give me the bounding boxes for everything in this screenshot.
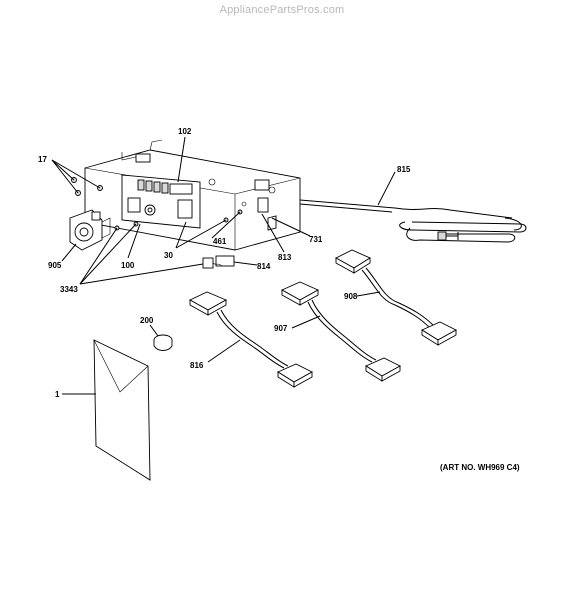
callout-102: 102 [178,127,192,136]
watermark: AppliancePartsPros.com [219,4,345,16]
callout-905: 905 [48,261,62,270]
leader-lines [51,136,396,395]
wiring-diagram-sheet [93,339,151,481]
callout-30: 30 [164,251,173,260]
wire-harness-816 [189,291,313,388]
wire-harness-907 [280,281,401,382]
callout-814: 814 [257,262,271,271]
power-cord [299,199,527,243]
callout-labels: 17 102 815 905 100 30 461 813 731 814 33… [38,127,411,399]
callout-908: 908 [344,292,358,301]
callout-3343: 3343 [60,285,78,294]
callout-100: 100 [121,261,135,270]
callout-815: 815 [397,165,411,174]
timer-knob [69,209,111,251]
terminal-block [153,334,173,351]
callout-200: 200 [140,316,154,325]
wire-harness-908 [335,249,457,346]
callout-461: 461 [213,237,227,246]
callout-1: 1 [55,390,60,399]
callout-731: 731 [309,235,323,244]
callout-907: 907 [274,324,288,333]
control-board [121,174,216,229]
callout-813: 813 [278,253,292,262]
callout-816: 816 [190,361,204,370]
art-number: (ART NO. WH969 C4) [440,463,520,472]
callout-17: 17 [38,155,47,164]
small-connector [202,255,235,269]
